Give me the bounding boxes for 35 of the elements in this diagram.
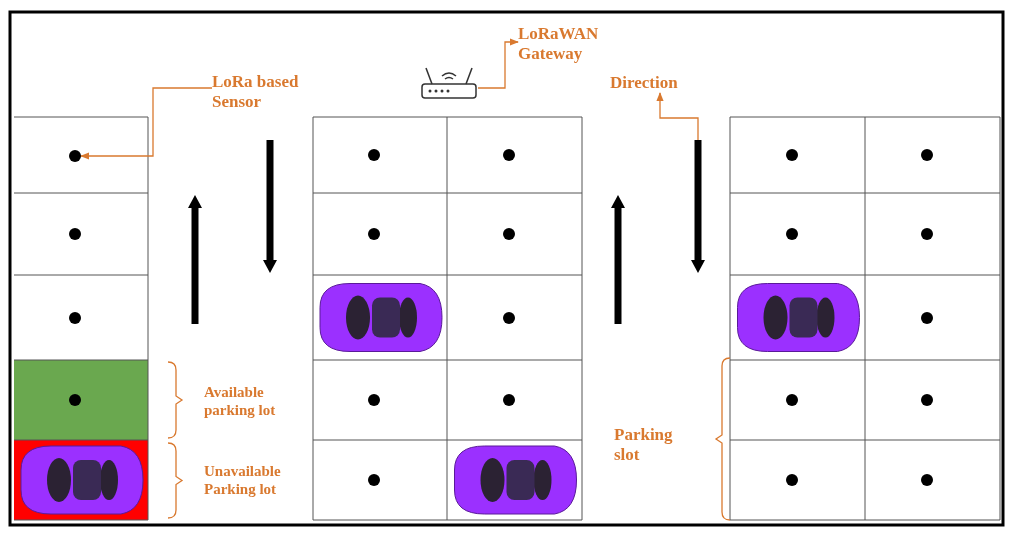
sensor-dot <box>785 394 798 406</box>
direction-arrow <box>188 195 202 324</box>
router-icon <box>420 66 478 102</box>
callout-text: Direction <box>610 73 698 94</box>
sensor-dot <box>69 394 81 406</box>
sensor-dot <box>920 311 933 324</box>
callout-text: Unavailable Parking lot <box>204 462 282 498</box>
leader-line <box>656 92 699 141</box>
sensor-dot <box>368 474 380 486</box>
callout-text: Available parking lot <box>204 383 277 419</box>
sensor-dot <box>69 311 81 324</box>
callout-text: Parking slot <box>614 425 674 466</box>
sensor-dot <box>69 150 81 162</box>
leader-line <box>80 87 213 160</box>
sensor-dot <box>368 394 380 406</box>
sensor-dot <box>920 149 933 161</box>
sensor-dot <box>920 394 933 406</box>
sensor-dot <box>368 149 380 161</box>
callout-text: LoRaWAN Gateway <box>518 24 618 65</box>
sensor-dot <box>502 149 515 161</box>
callout-text: LoRa based Sensor <box>212 72 316 113</box>
sensor-dot <box>368 228 380 240</box>
direction-arrow <box>611 195 625 324</box>
leader-line <box>477 38 519 89</box>
sensor-dot <box>69 228 81 240</box>
sensor-dot <box>502 311 515 324</box>
sensor-dot <box>502 394 515 406</box>
sensor-dot <box>785 149 798 161</box>
direction-arrow <box>263 140 277 273</box>
sensor-dot <box>920 474 933 486</box>
sensor-dot <box>920 228 933 240</box>
sensor-dot <box>502 228 515 240</box>
sensor-dot <box>785 474 798 486</box>
direction-arrow <box>691 140 705 273</box>
sensor-dot <box>785 228 798 240</box>
